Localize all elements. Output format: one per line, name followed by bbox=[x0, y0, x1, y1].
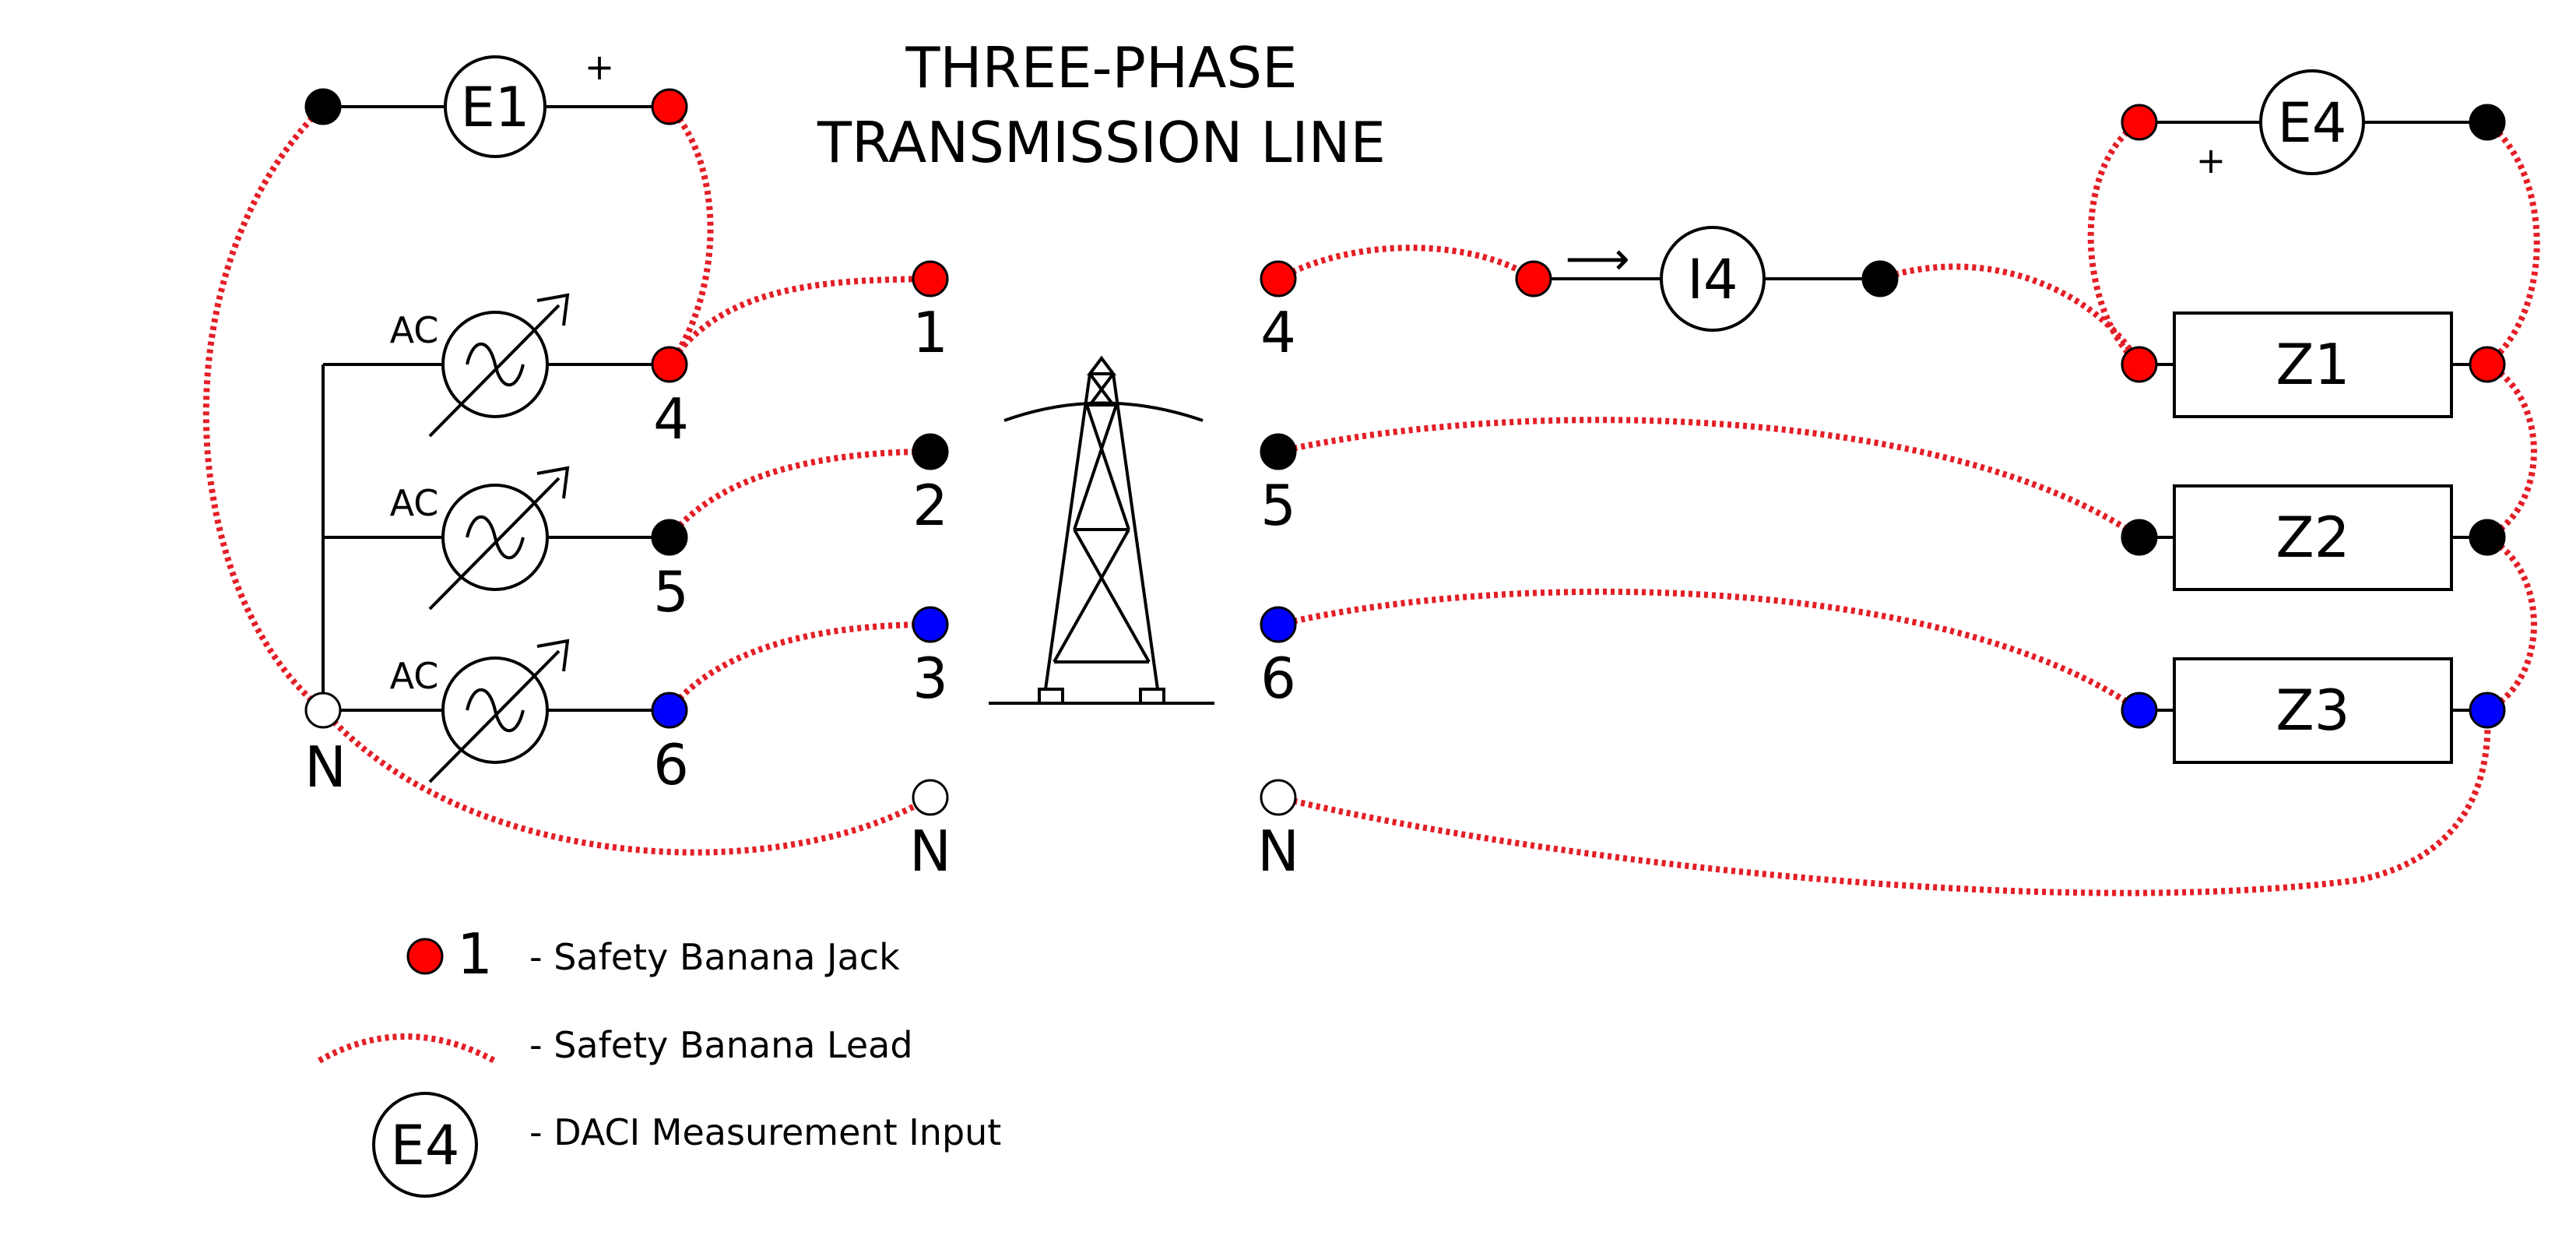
ac-source-1: AC bbox=[390, 293, 570, 438]
e1-positive-jack[interactable] bbox=[651, 88, 688, 125]
source-terminal-4-label: 4 bbox=[653, 386, 689, 452]
line-terminal-6-label: 6 bbox=[1260, 646, 1296, 711]
source-terminal-5-label: 5 bbox=[653, 559, 689, 625]
safety-banana-leads bbox=[202, 104, 2540, 896]
line-terminal-4-label: 4 bbox=[1260, 300, 1296, 365]
z2-right-jack[interactable] bbox=[2469, 519, 2506, 556]
line-jack-5[interactable] bbox=[1260, 433, 1297, 470]
title-line-1: THREE-PHASE bbox=[905, 35, 1297, 100]
transmission-tower-icon bbox=[989, 355, 1214, 705]
source-neutral-jack[interactable] bbox=[304, 692, 342, 729]
load-z1-label: Z1 bbox=[2276, 332, 2349, 397]
i4-positive-jack[interactable] bbox=[1515, 260, 1552, 297]
legend: 1 - Safety Banana Jack - Safety Banana L… bbox=[318, 921, 1001, 1198]
title-line-2: TRANSMISSION LINE bbox=[817, 110, 1386, 175]
line-neutral-left-label: N bbox=[909, 818, 951, 884]
e1-negative-jack[interactable] bbox=[304, 88, 342, 125]
e1-plus-sign: + bbox=[585, 46, 615, 88]
legend-jack-number: 1 bbox=[457, 921, 493, 987]
circuit-wiring bbox=[322, 105, 2487, 712]
z1-right-jack[interactable] bbox=[2469, 346, 2506, 383]
z3-right-jack[interactable] bbox=[2469, 692, 2506, 729]
i4-negative-jack[interactable] bbox=[1861, 260, 1899, 297]
i4-label: I4 bbox=[1687, 248, 1738, 312]
line-neutral-right-label: N bbox=[1257, 818, 1299, 884]
legend-jack-icon bbox=[406, 938, 444, 975]
current-direction-arrow-icon: ⟶ bbox=[1565, 232, 1629, 285]
z2-left-jack[interactable] bbox=[2121, 519, 2158, 556]
legend-lead-label: - Safety Banana Lead bbox=[529, 1024, 913, 1066]
load-z2: Z2 bbox=[2173, 484, 2453, 591]
legend-meter-icon bbox=[372, 1092, 478, 1198]
load-z1: Z1 bbox=[2173, 312, 2453, 418]
line-jack-6[interactable] bbox=[1260, 606, 1297, 643]
line-neutral-right-jack[interactable] bbox=[1260, 779, 1297, 816]
e1-label: E1 bbox=[461, 76, 530, 139]
ac-source-3: AC bbox=[390, 639, 570, 783]
line-jack-1[interactable] bbox=[912, 260, 949, 297]
e4-positive-jack[interactable] bbox=[2121, 104, 2158, 141]
ac-source-1-label: AC bbox=[390, 309, 439, 351]
legend-lead-icon bbox=[318, 1033, 496, 1064]
source-jack-4[interactable] bbox=[651, 346, 688, 383]
ac-source-2-label: AC bbox=[390, 482, 439, 524]
load-z3: Z3 bbox=[2173, 657, 2453, 764]
z3-left-jack[interactable] bbox=[2121, 692, 2158, 729]
legend-jack-label: - Safety Banana Jack bbox=[529, 936, 900, 978]
e4-label: E4 bbox=[2278, 91, 2347, 155]
line-neutral-left-jack[interactable] bbox=[912, 779, 949, 816]
i4-measurement-input: I4 bbox=[1660, 226, 1766, 332]
legend-meter-label: - DACI Measurement Input bbox=[529, 1111, 1001, 1153]
line-terminal-1-label: 1 bbox=[912, 300, 948, 365]
ac-source-2: AC bbox=[390, 466, 570, 611]
source-terminal-6-label: 6 bbox=[653, 732, 689, 797]
banana-jacks bbox=[304, 88, 2506, 816]
line-jack-3[interactable] bbox=[912, 606, 949, 643]
line-terminal-2-label: 2 bbox=[912, 473, 948, 538]
line-terminal-3-label: 3 bbox=[912, 646, 948, 711]
line-terminal-5-label: 5 bbox=[1260, 473, 1296, 538]
ac-source-3-label: AC bbox=[390, 655, 439, 697]
z1-left-jack[interactable] bbox=[2121, 346, 2158, 383]
load-z2-label: Z2 bbox=[2276, 505, 2349, 570]
source-neutral-label: N bbox=[304, 734, 346, 800]
line-jack-4[interactable] bbox=[1260, 260, 1297, 297]
source-jack-5[interactable] bbox=[651, 519, 688, 556]
e1-measurement-input: E1 bbox=[444, 55, 546, 158]
legend-meter-symbol: E4 bbox=[391, 1114, 460, 1177]
e4-measurement-input: E4 bbox=[2259, 69, 2365, 175]
line-jack-2[interactable] bbox=[912, 433, 949, 470]
source-jack-6[interactable] bbox=[651, 692, 688, 729]
e4-plus-sign: + bbox=[2196, 139, 2226, 181]
e4-negative-jack[interactable] bbox=[2469, 104, 2506, 141]
load-z3-label: Z3 bbox=[2276, 678, 2349, 743]
